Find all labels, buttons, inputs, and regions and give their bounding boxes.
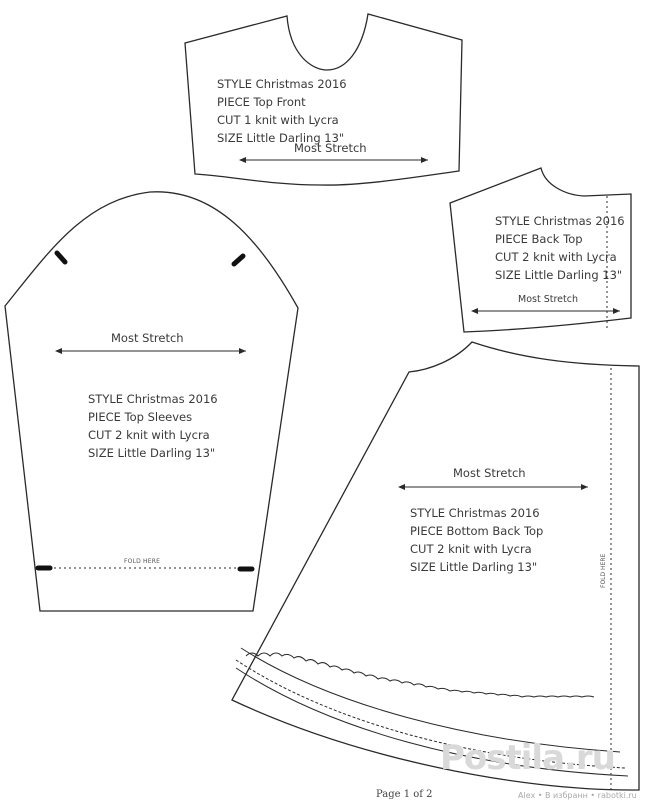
watermark-logo: Postila.ru: [440, 738, 616, 778]
sleeve-outline: [4, 191, 299, 612]
bottom-back-top-size: SIZE Little Darling 13": [410, 560, 538, 574]
back-top-label: STYLE Christmas 2016 PIECE Back Top CUT …: [495, 212, 625, 284]
sleeve-style: STYLE Christmas 2016: [88, 392, 218, 406]
sleeve-cut: CUT 2 knit with Lycra: [88, 428, 210, 442]
back-top-outline: [449, 167, 632, 333]
sleeve-notch-right-cap: [231, 253, 246, 267]
bottom-back-top-cut: CUT 2 knit with Lycra: [410, 542, 532, 556]
hem-line-3: [235, 667, 629, 777]
sleeve-size: SIZE Little Darling 13": [88, 446, 216, 460]
top-front-style: STYLE Christmas 2016: [217, 77, 347, 91]
back-top-size: SIZE Little Darling 13": [495, 268, 623, 282]
hem-line-2: [235, 659, 626, 769]
hem-scallop: [245, 652, 595, 698]
bottom-back-top-outline: [231, 341, 640, 791]
back-top-piece: PIECE Back Top: [495, 232, 583, 246]
bottom-back-top-style: STYLE Christmas 2016: [410, 506, 540, 520]
back-top-stretch-label: Most Stretch: [518, 294, 578, 305]
sleeve-stretch-label: Most Stretch: [111, 331, 184, 345]
back-top-cut: CUT 2 knit with Lycra: [495, 250, 617, 264]
top-front-piece: PIECE Top Front: [217, 95, 306, 109]
top-front-size: SIZE Little Darling 13": [217, 131, 345, 145]
top-front-stretch-label: Most Stretch: [294, 141, 367, 155]
page-number: Page 1 of 2: [376, 789, 433, 800]
bottom-back-top-label: STYLE Christmas 2016 PIECE Bottom Back T…: [410, 504, 543, 576]
top-front-outline: [184, 13, 463, 186]
back-top-style: STYLE Christmas 2016: [495, 214, 625, 228]
sleeve-piece: PIECE Top Sleeves: [88, 410, 193, 424]
bottom-back-top-fold-label: FOLD HERE: [600, 553, 607, 588]
sleeve-fold-label: FOLD HERE: [124, 558, 161, 565]
top-front-label: STYLE Christmas 2016 PIECE Top Front CUT…: [217, 75, 347, 147]
bottom-back-top-piece: PIECE Bottom Back Top: [410, 524, 544, 538]
sleeve-notch-left-cap: [54, 250, 68, 265]
hem-line-1: [240, 647, 621, 753]
bottom-back-top-stretch-label: Most Stretch: [453, 466, 526, 480]
top-front-cut: CUT 1 knit with Lycra: [217, 113, 339, 127]
sleeve-label: STYLE Christmas 2016 PIECE Top Sleeves C…: [88, 390, 218, 462]
watermark-credit: Alex • В избранн • rabotki.ru: [518, 791, 637, 800]
